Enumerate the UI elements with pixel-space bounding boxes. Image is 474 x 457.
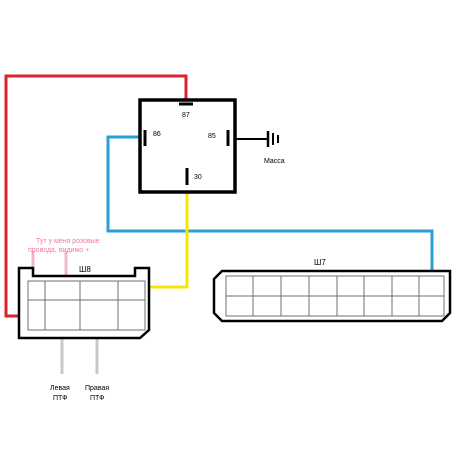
connector-sh8: Ш8	[17, 265, 151, 340]
connector-sh8-grid	[27, 280, 146, 331]
annotation-line-1: Тут у меня розовые	[36, 238, 100, 245]
ground-symbol: Масса	[235, 131, 285, 165]
blue-wire	[106, 135, 434, 290]
connector-sh8-outline	[17, 266, 151, 340]
left-ptf-label-line2: ПТФ	[53, 395, 67, 402]
connector-sh8-label: Ш8	[79, 265, 91, 274]
right-ptf-label-line1: Правая	[85, 385, 109, 392]
relay-pin-86-label: 86	[153, 131, 161, 138]
relay-pin-30-label: 30	[194, 174, 202, 181]
yellow-wire	[120, 192, 189, 289]
relay-pin-85-label: 85	[208, 133, 216, 140]
left-ptf-label-line1: Левая	[50, 385, 70, 392]
relay-pin-87-label: 87	[182, 112, 190, 119]
red-wire	[4, 74, 188, 318]
connector-sh7-label: Ш7	[314, 258, 326, 267]
connector-sh7: Ш7	[212, 258, 452, 323]
relay: 87 86 85 30	[138, 98, 237, 194]
right-ptf-label-line2: ПТФ	[90, 395, 104, 402]
ground-label: Масса	[264, 158, 285, 165]
annotation-line-2: провода, видимо +	[28, 247, 89, 254]
